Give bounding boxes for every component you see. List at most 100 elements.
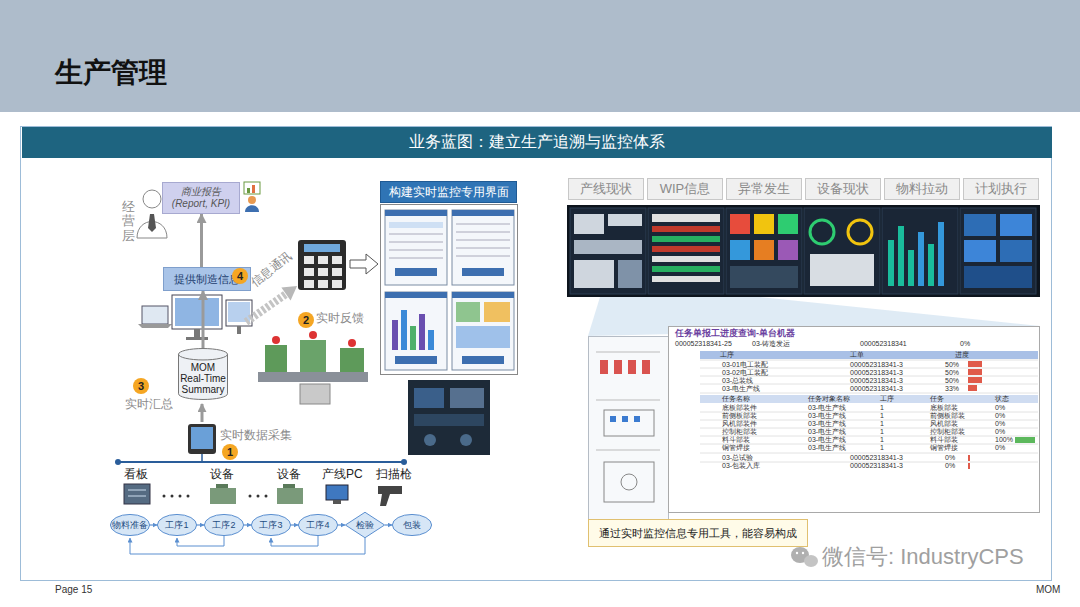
network-bus-part [401,459,407,465]
layer-label: 经营层 [122,200,135,243]
table-cell: 0% [995,444,1005,452]
table-cell: 000052318341-25 [675,340,732,348]
dashboard-strip-part [754,240,774,260]
dashboard-strip-part [778,240,798,260]
dashboard-strip-part [804,208,880,294]
table-screenshot-part [700,351,1038,359]
report-box: 商业报告 (Report, KPI) [162,182,240,214]
ellipse-outline [157,514,196,535]
table-screenshot-part [968,385,977,391]
table-screenshot-part [700,393,1038,394]
table-screenshot-part [669,327,1040,513]
table-cell: 100% [995,436,1013,444]
device-label: 设备 [277,468,301,482]
screen-frame-part [385,210,447,216]
keypad-icon-part [318,268,328,276]
dashboard-strip-part [730,240,750,260]
table-cell: 控制柜部装 [930,428,965,436]
table-cell: 03-电生产线 [722,385,760,393]
device-icons-part [283,484,295,488]
table-cell: 1 [880,444,884,452]
table-cell: 1 [880,428,884,436]
device-label: 扫描枪 [376,468,412,482]
machine-line-part [300,340,326,372]
dashboard-strip-part [1000,240,1032,262]
dashboard-strip-part [652,214,720,222]
screen-frame-part [452,210,514,285]
tab-button: 计划执行 [963,178,1039,200]
screen-frame-part [428,330,434,350]
table-cell: 03-电生产线 [808,420,846,428]
feedback-loops-part [271,536,318,546]
screen-frame-part [462,268,504,276]
node-text: 工序2 [212,519,235,532]
dashboard-strip-part [730,214,750,234]
page-title: 生产管理 [55,54,167,92]
monitor-group-part [142,306,168,324]
report-icon-part [252,185,255,193]
network-bus [115,459,407,465]
dashboard-strip-part [726,208,802,294]
node-text: 工序1 [165,519,188,532]
monitor-group-part [172,295,222,329]
table-cell: 状态 [995,395,1009,403]
table-cell: 03-02电工装配 [722,369,768,377]
table-cell: 50% [945,361,959,369]
table-cell: 控制柜部装 [722,428,757,436]
table-cell: 000052318341 [860,340,907,348]
dashboard-strip-part [652,236,720,242]
device-icons-part [210,488,236,504]
table-cell: 50% [945,369,959,377]
table-cell: 000052318341-3 [850,385,903,393]
table-screenshot-part [700,395,1038,403]
table-screenshot-part [1015,437,1035,443]
screen-frame-part [456,326,510,348]
layout-screenshot-part [634,416,640,422]
table-cell: 1 [880,412,884,420]
tab-button: 设备现状 [805,178,881,200]
table-screenshot-part [968,377,982,383]
flow-arrow [338,524,345,525]
layout-screenshot-part [628,360,636,374]
device-icons-part [265,495,268,498]
keypad-icon-part [318,280,328,288]
dashboard-strip-part [574,240,642,254]
table-cell: 03-电生产线 [808,428,846,436]
tablet-icon-part [191,427,213,449]
dashboard-strip-part [652,276,720,282]
control-room-photo [408,380,490,455]
screen-frame [381,205,518,375]
screen-frame-part [456,248,510,249]
device-icons-part [326,485,348,500]
feedback-loops-part [130,538,365,554]
process-ellipse: 工序3 [251,514,291,536]
dashboard-strip-part [1000,214,1032,236]
table-cell: 料斗部装 [930,436,958,444]
dashboard-strip-part [618,260,642,288]
table-cell: 03-电生产线 [808,444,846,452]
flow-label: 信息通讯 [249,250,295,290]
flow-label: 实时反馈 [316,312,364,326]
watermark: 微信号: IndustryCPS [822,544,1024,569]
table-screenshot-part [700,453,1038,454]
report-icon-part [248,196,256,204]
device-icons [124,484,402,506]
screen-frame-part [389,242,443,243]
device-icons-part [249,495,252,498]
monitor-group-part [194,329,200,337]
node-text: 计划执行 [975,180,1027,198]
table-cell: 铜管焊接 [722,444,750,452]
screen-frame-part [392,320,398,350]
table-cell: 任务对象名称 [808,395,850,403]
dashboard-strip-part [730,266,798,288]
dashboard-strip-part [848,220,872,244]
table-cell: 0% [995,412,1005,420]
node-text: 设备现状 [817,180,869,198]
dashboard-strip-part [928,244,934,286]
layout-screenshot-part [604,462,654,502]
screen-frame-part [456,302,480,322]
device-icons-part [163,495,166,498]
ellipse-outline [251,514,290,535]
monitor-group-part [175,298,219,326]
